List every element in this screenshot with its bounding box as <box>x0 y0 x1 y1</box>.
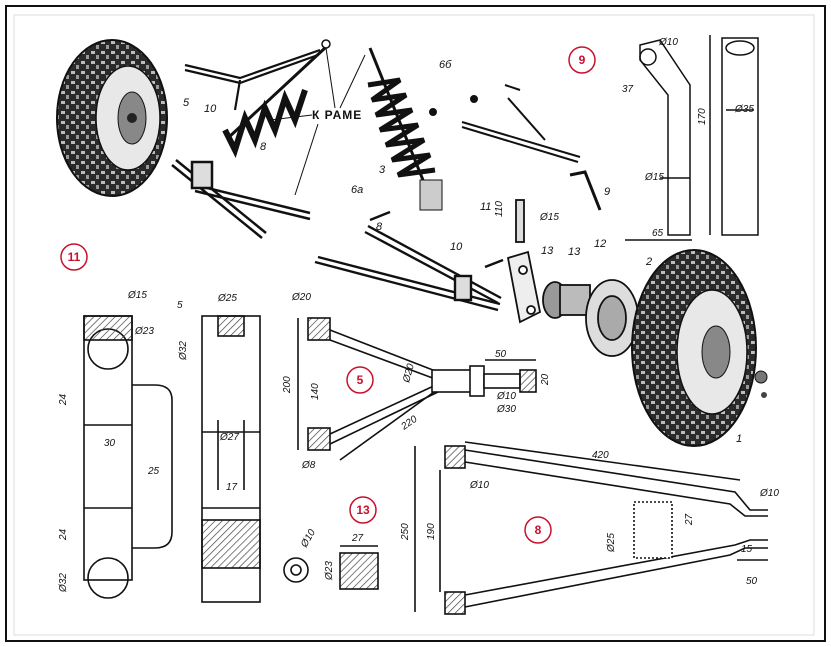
badge-9: 9 <box>568 46 596 74</box>
svg-text:9: 9 <box>579 53 586 67</box>
part-label: 5 <box>183 97 190 109</box>
dim-label: 65 <box>652 228 664 239</box>
dim-label: 30 <box>104 438 116 449</box>
dim-label: Ø25 <box>217 293 237 304</box>
dim-label: 140 <box>310 383 321 400</box>
badge-5: 5 <box>346 366 374 394</box>
svg-text:11: 11 <box>68 250 81 264</box>
detail-11 <box>83 315 261 603</box>
badge-13: 13 <box>349 496 377 524</box>
knuckle <box>506 170 602 324</box>
dim-label: Ø35 <box>734 104 754 115</box>
detail-5 <box>297 317 537 461</box>
upper-arm-left <box>184 48 321 111</box>
wheel-left <box>56 39 168 197</box>
badge-11: 11 <box>60 243 88 271</box>
upper-arm-right <box>429 84 581 163</box>
part-label: 6а <box>351 184 363 196</box>
dim-label: Ø23 <box>324 561 335 581</box>
dim-label: Ø32 <box>58 573 69 593</box>
part-label: 8 <box>260 141 267 153</box>
part-label: 6б <box>439 59 452 71</box>
dim-label: 17 <box>226 482 238 493</box>
leader-lines-frame <box>269 47 366 196</box>
dim-label: 250 <box>400 523 411 541</box>
dim-label: Ø30 <box>496 404 516 415</box>
detail-9 <box>625 35 759 241</box>
dim-label: 170 <box>697 108 708 125</box>
dim-label: Ø27 <box>219 432 239 443</box>
spring-left <box>222 39 331 158</box>
dim-label: 27 <box>351 533 364 544</box>
dim-label: 420 <box>592 450 609 461</box>
part-label: 11 <box>480 201 491 213</box>
dim-label: Ø15 <box>539 212 559 223</box>
dim-label: 15 <box>741 544 753 555</box>
part-label: 10 <box>450 241 463 253</box>
dim-label: Ø10 <box>469 480 489 491</box>
dim-label: Ø25 <box>606 533 617 553</box>
dim-label: 5 <box>177 300 183 311</box>
dim-label: 110 <box>494 201 505 217</box>
dim-label: 200 <box>282 376 293 394</box>
lower-arm-left <box>171 159 311 239</box>
dim-label: 24 <box>58 393 69 406</box>
dim-label: Ø15 <box>644 172 664 183</box>
svg-text:13: 13 <box>356 503 370 517</box>
dim-label: 20 <box>540 373 551 386</box>
dim-label: 50 <box>746 576 758 587</box>
dim-label: 37 <box>622 84 634 95</box>
dim-label: Ø8 <box>301 460 316 471</box>
part-label: 3 <box>379 164 386 176</box>
part-label: 1 <box>736 433 742 445</box>
lower-arm-right <box>314 210 504 312</box>
badge-8: 8 <box>524 516 552 544</box>
svg-text:8: 8 <box>535 523 542 537</box>
dim-label: 190 <box>426 523 437 540</box>
part-label: 13 <box>568 246 581 258</box>
part-label: 8 <box>376 221 383 233</box>
part-label: 9 <box>604 186 610 198</box>
part-label: 13 <box>541 245 554 257</box>
dim-label: 25 <box>147 466 160 477</box>
detail-8 <box>414 441 768 615</box>
dim-label: Ø10 <box>658 37 678 48</box>
detail-13 <box>283 545 379 590</box>
dim-label: Ø10 <box>496 391 516 402</box>
dim-label: Ø20 <box>401 362 417 384</box>
dim-label: Ø20 <box>291 292 311 303</box>
dim-label: Ø15 <box>127 290 147 301</box>
dim-label: Ø23 <box>134 326 154 337</box>
dim-label: 50 <box>495 349 507 360</box>
dim-label: 27 <box>684 513 695 526</box>
part-label: 12 <box>594 238 606 250</box>
part-label: 10 <box>204 103 217 115</box>
wheel-right <box>631 249 768 447</box>
label-to-frame: К РАМЕ <box>312 108 362 122</box>
part-label: 2 <box>645 256 652 268</box>
dim-label: Ø32 <box>178 341 189 361</box>
svg-text:5: 5 <box>357 373 364 387</box>
spring-center <box>367 47 443 211</box>
dim-label: 24 <box>58 528 69 541</box>
dim-label: Ø10 <box>759 488 779 499</box>
hub-drum <box>542 279 639 357</box>
